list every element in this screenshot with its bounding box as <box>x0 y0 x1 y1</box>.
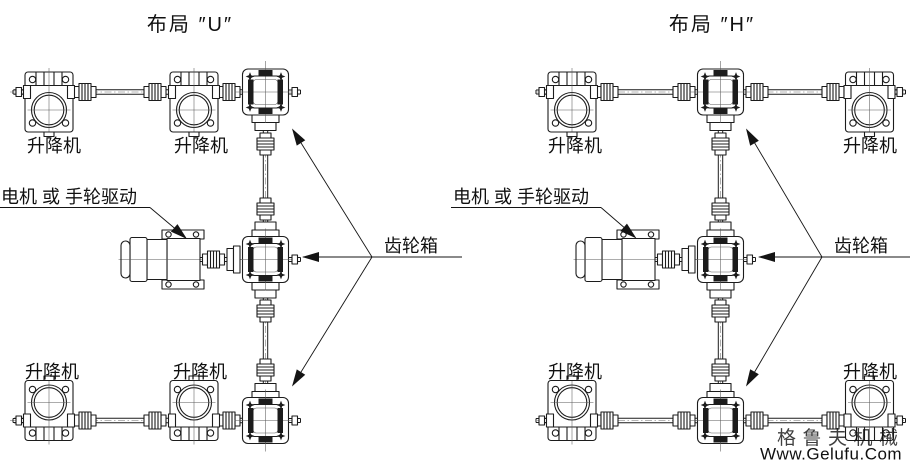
jack-top-left <box>22 67 76 139</box>
jack-label-top-left: 升降机 <box>548 136 602 156</box>
gearbox-center <box>690 229 752 291</box>
jack-top-left <box>545 67 599 139</box>
watermark: 格鲁夫机械 Www.Gelufu.Com <box>760 427 905 461</box>
jack-label-top-left: 升降机 <box>27 136 81 156</box>
jack-label-bottom-left: 升降机 <box>25 362 79 382</box>
gearbox-label: 齿轮箱 <box>384 236 438 256</box>
jack-label-top-right: 升降机 <box>843 136 897 156</box>
gearbox-leader-down <box>746 256 823 386</box>
motor-drive <box>574 230 698 289</box>
layout-u-title: 布局 ″U″ <box>147 13 233 36</box>
gearbox-top <box>690 61 752 123</box>
jack-bottom-left <box>545 373 599 446</box>
gearbox-arrowhead-center-icon <box>758 252 775 262</box>
jack-label-bottom-right: 升降机 <box>843 362 897 382</box>
jack-top-right <box>843 67 896 139</box>
motor-drive <box>119 230 243 289</box>
gearbox-arrowhead-bottom-icon <box>741 369 759 389</box>
gearbox-bottom <box>235 390 297 452</box>
drive-label: 电机 或 手轮驱动 <box>453 187 589 207</box>
layout-h-title: 布局 ″H″ <box>669 13 755 36</box>
gearbox-leader-up <box>292 129 373 258</box>
diagram-u: 布局 ″U″ 升降机 升降机 升降机 升降机 电机 或 手轮驱动 齿轮箱 <box>0 13 462 452</box>
jack-label-bottom-left: 升降机 <box>548 362 602 382</box>
gearbox-arrowhead-bottom-icon <box>287 369 306 390</box>
gearbox-bottom <box>690 390 752 452</box>
watermark-brand-text: 格鲁夫机械 <box>777 427 905 449</box>
gearbox-leader-down <box>292 256 373 386</box>
gearbox-arrowhead-top-icon <box>741 126 759 146</box>
diagram-h: 布局 ″H″ 升降机 升降机 升降机 升降机 电机 或 手轮驱动 齿轮箱 <box>451 13 910 452</box>
drive-label: 电机 或 手轮驱动 <box>1 187 137 207</box>
gearbox-leader-up <box>746 129 823 258</box>
jack-bottom-middle <box>167 373 221 446</box>
gearbox-top <box>235 61 297 123</box>
gearbox-label: 齿轮箱 <box>834 236 888 256</box>
watermark-url-text: Www.Gelufu.Com <box>760 445 902 461</box>
jack-top-middle <box>167 67 221 139</box>
jack-label-bottom-middle: 升降机 <box>173 362 227 382</box>
jack-label-top-middle: 升降机 <box>174 136 228 156</box>
gearbox-arrowhead-center-icon <box>302 252 319 262</box>
gearbox-center <box>235 229 297 291</box>
jack-bottom-left <box>22 373 76 446</box>
gearbox-arrowhead-top-icon <box>287 125 306 146</box>
